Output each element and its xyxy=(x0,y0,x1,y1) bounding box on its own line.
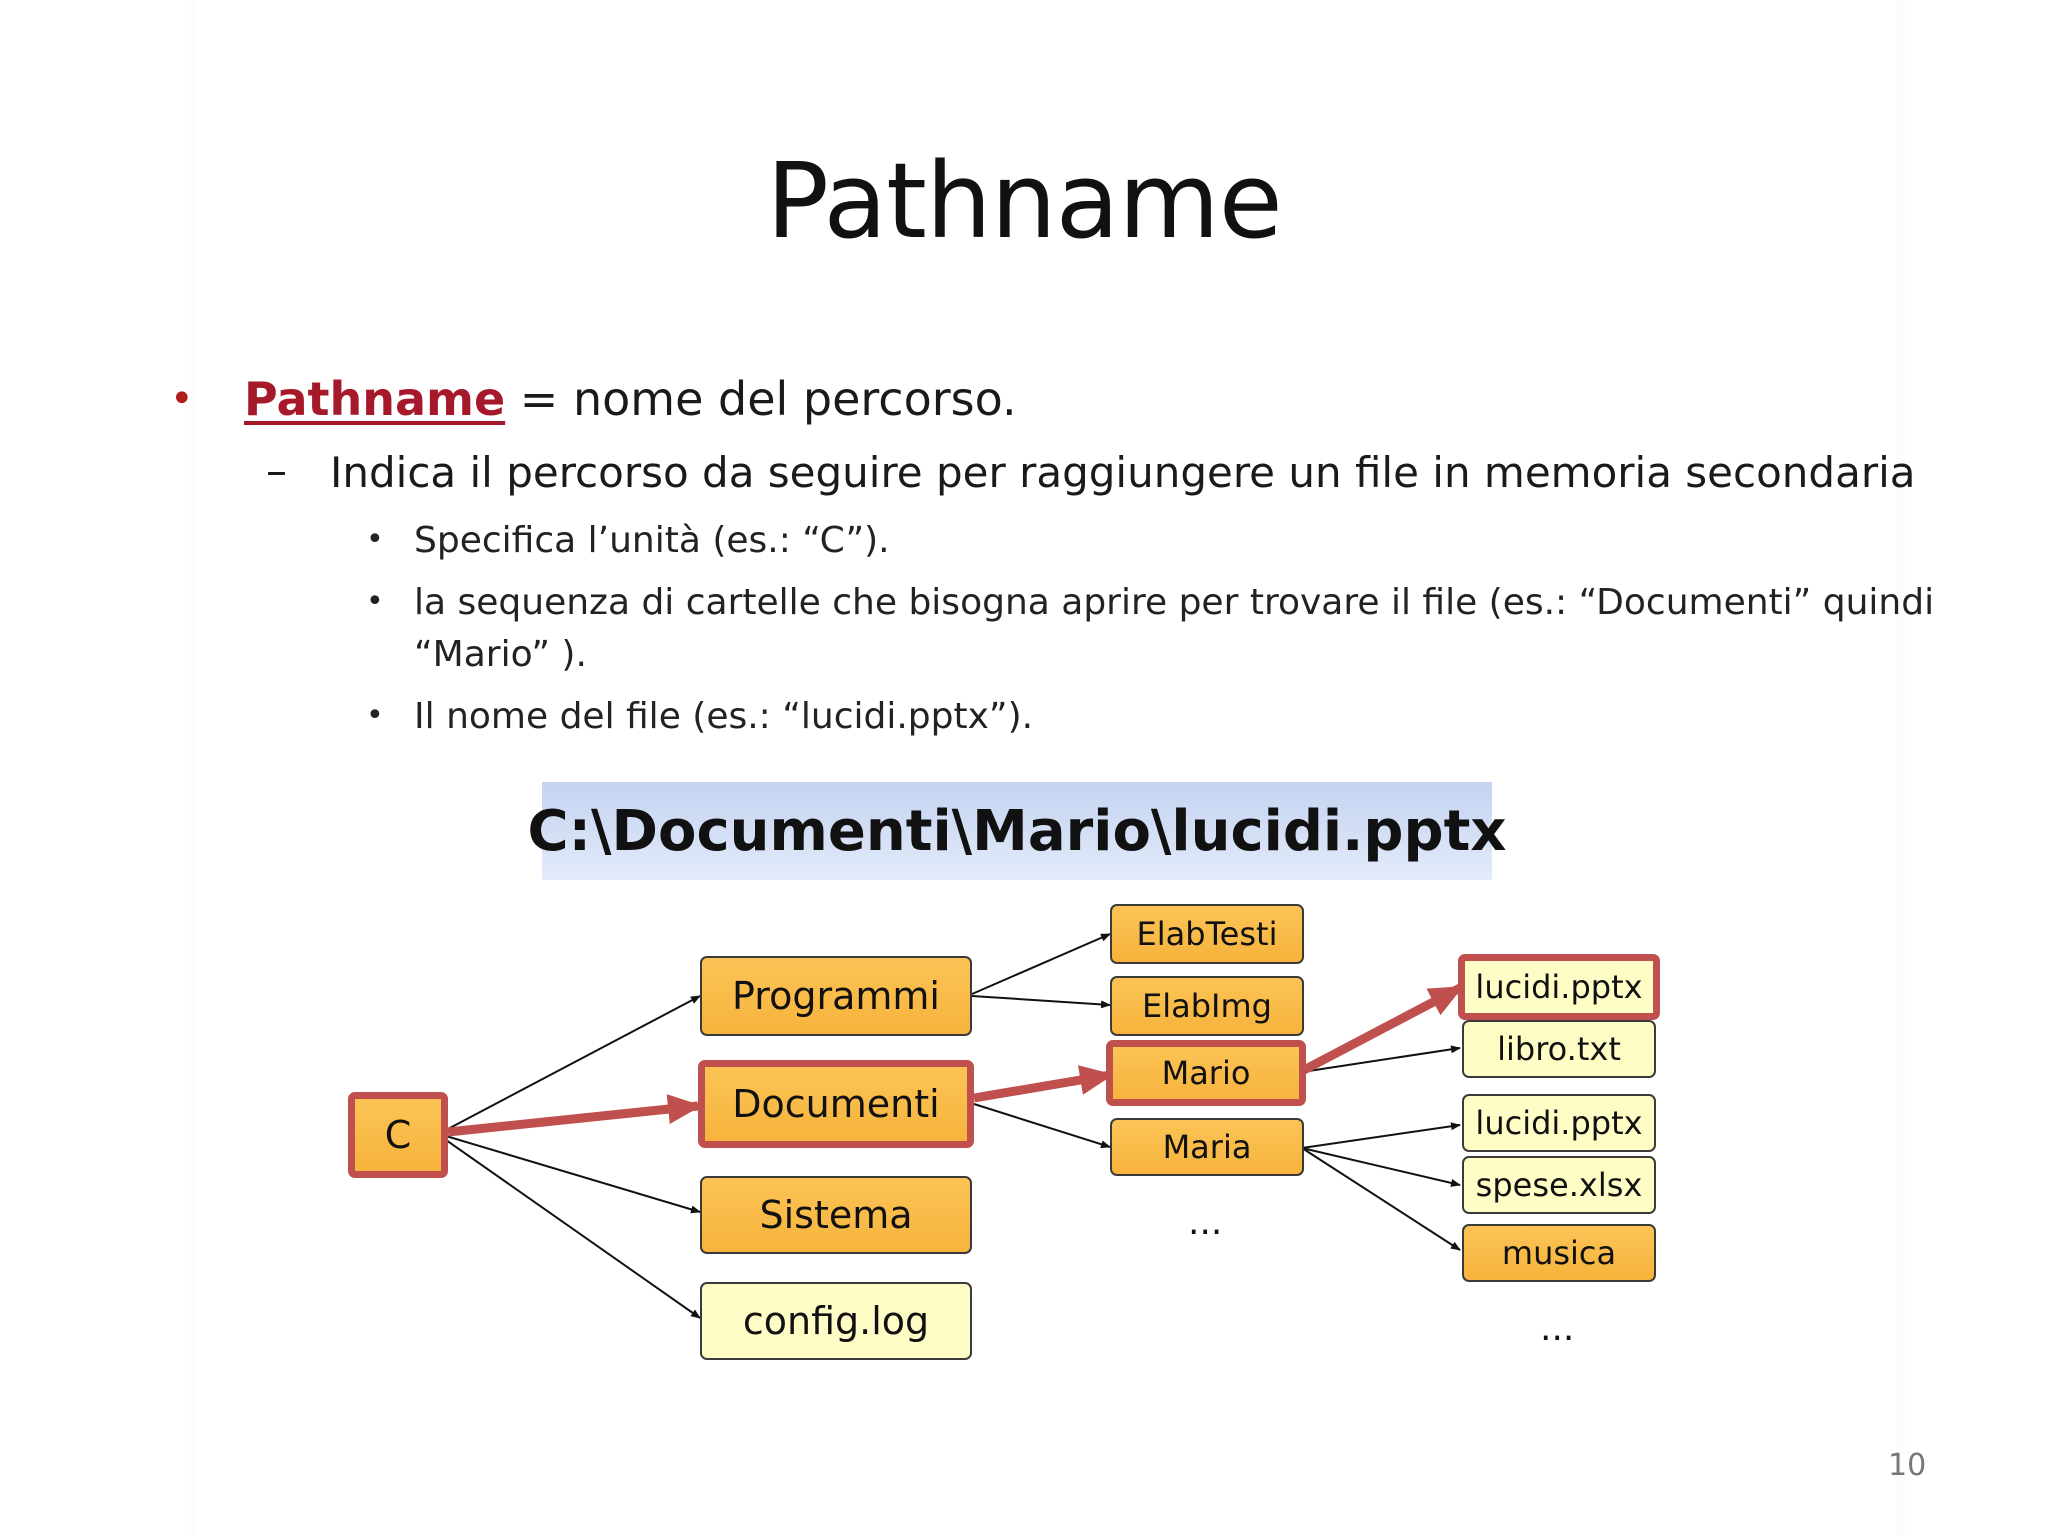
bullet-main-text: = nome del percorso. xyxy=(505,372,1017,426)
dash-marker: – xyxy=(266,446,287,495)
edge-mario-libro xyxy=(1301,1045,1461,1073)
bullet-marker: • xyxy=(366,522,384,557)
tree-node-programmi: Programmi xyxy=(700,956,972,1036)
bullet-marker: • xyxy=(366,698,384,733)
tree-node-mario: Mario xyxy=(1106,1040,1306,1106)
tree-node-sistema: Sistema xyxy=(700,1176,972,1254)
tree-node-lucidi-pptx-highlighted: lucidi.pptx xyxy=(1458,954,1660,1020)
bullet-item-text: la sequenza di cartelle che bisogna apri… xyxy=(414,582,1935,623)
edge-programmi-elabtesti xyxy=(971,933,1111,995)
bullet-sub-text: Indica il percorso da seguire per raggiu… xyxy=(330,448,1916,497)
tree-node-documenti: Documenti xyxy=(698,1060,974,1148)
tree-node-maria: Maria xyxy=(1110,1118,1304,1176)
edge-documenti-maria xyxy=(973,1103,1111,1149)
path-edge-mario-lucidi xyxy=(1301,984,1464,1074)
tree-node-config-log: config.log xyxy=(700,1282,972,1360)
tree-node-libro-txt: libro.txt xyxy=(1462,1020,1656,1078)
bullet-marker: • xyxy=(170,376,194,422)
edge-programmi-elabimg xyxy=(971,995,1111,1009)
edge-c-config xyxy=(445,1139,701,1319)
slide-title: Pathname xyxy=(766,140,1282,262)
tree-node-spese-xlsx: spese.xlsx xyxy=(1462,1156,1656,1214)
slide-margin-right xyxy=(1896,0,2048,1536)
slide-margin-left xyxy=(0,0,196,1536)
path-edge-documenti-mario xyxy=(973,1065,1114,1103)
bullet-item-text: Specifica l’unità (es.: “C”). xyxy=(414,520,890,561)
edge-maria-musica xyxy=(1301,1147,1461,1251)
tree-more-level2: ... xyxy=(1188,1202,1223,1243)
tree-node-elabimg: ElabImg xyxy=(1110,976,1304,1036)
tree-node-lucidi-pptx: lucidi.pptx xyxy=(1462,1094,1656,1152)
edge-maria-spese xyxy=(1301,1147,1461,1187)
edge-c-programmi xyxy=(445,995,701,1131)
path-example: C:\Documenti\Mario\lucidi.pptx xyxy=(528,782,1506,880)
bullet-item-text: Il nome del file (es.: “lucidi.pptx”). xyxy=(414,696,1034,737)
edge-maria-lucidi2 xyxy=(1301,1122,1461,1149)
edge-c-sistema xyxy=(445,1135,701,1214)
bullet-marker: • xyxy=(366,584,384,619)
path-edge-c-documenti xyxy=(447,1094,702,1137)
tree-node-musica: musica xyxy=(1462,1224,1656,1282)
tree-node-root: C xyxy=(348,1092,448,1178)
bullet-item-text-cont: “Mario” ). xyxy=(414,634,587,675)
tree-node-elabtesti: ElabTesti xyxy=(1110,904,1304,964)
page-number: 10 xyxy=(1888,1448,1927,1483)
tree-more-level3: ... xyxy=(1540,1308,1575,1349)
keyword-pathname: Pathname xyxy=(244,372,506,426)
